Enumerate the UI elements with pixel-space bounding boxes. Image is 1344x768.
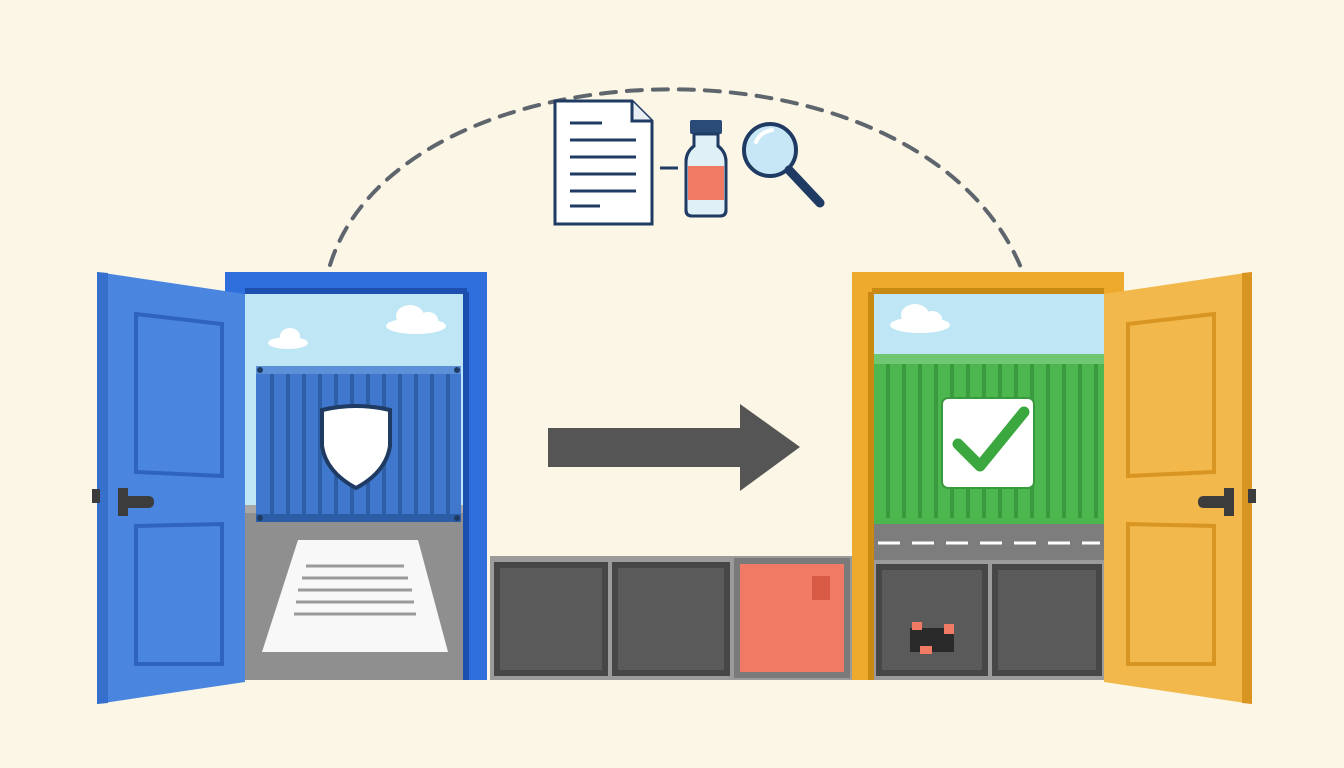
document-icon: [553, 99, 654, 226]
vial-icon: [684, 120, 728, 218]
magnifier-icon: [742, 122, 825, 208]
open-blue-door-icon[interactable]: [92, 272, 245, 704]
broken-item-icon: [910, 622, 954, 654]
dashed-arc-path: [328, 87, 1024, 272]
cargo-crate-row: [490, 556, 852, 680]
checkmark-icon: [941, 397, 1035, 489]
yellow-doorway: [852, 272, 1124, 680]
red-crate-icon: [734, 558, 850, 678]
cloud-icon: [268, 305, 446, 349]
cargo-crate-icon: [612, 562, 730, 676]
blue-doorway: [225, 272, 487, 680]
cargo-crate-icon: [992, 564, 1102, 676]
cargo-crate-icon: [494, 562, 608, 676]
open-yellow-door-icon[interactable]: [1104, 272, 1256, 704]
floor-document-icon: [262, 540, 448, 652]
right-arrow-icon: [548, 404, 800, 491]
cargo-crate-icon: [876, 564, 988, 676]
cloud-icon: [890, 304, 950, 333]
shield-icon: [320, 404, 392, 491]
